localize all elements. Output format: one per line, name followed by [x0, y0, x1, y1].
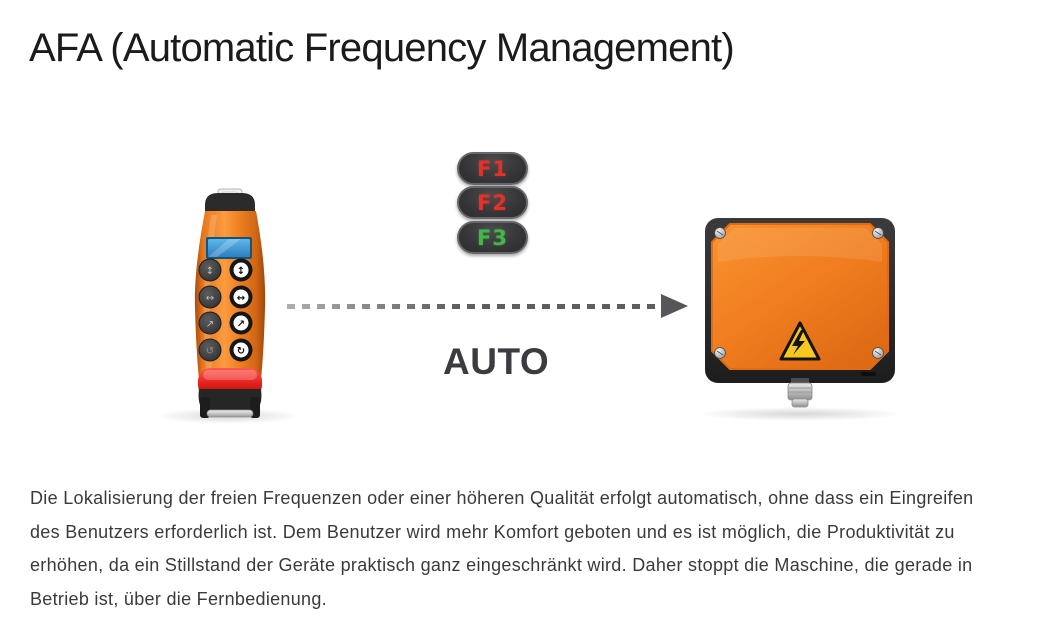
svg-text:↺: ↺ [206, 346, 214, 357]
button-rotate-left: ↺ [198, 338, 222, 362]
description-paragraph: Die Lokalisierung der freien Frequenzen … [30, 482, 973, 616]
frequency-indicator-f2: F2 [457, 186, 528, 219]
paragraph-line: Betrieb ist, über die Fernbedienung. [30, 588, 327, 609]
cable-gland [787, 378, 813, 408]
corner-screws [714, 227, 884, 359]
svg-text:↕: ↕ [206, 266, 214, 277]
receiver-shadow [697, 407, 903, 421]
frequency-indicator-f3: F3 [457, 221, 528, 254]
paragraph-line: des Benutzers erforderlich ist. Dem Benu… [30, 521, 955, 542]
paragraph-line: Die Lokalisierung der freien Frequenzen … [30, 488, 974, 508]
f1-label: F1 [477, 156, 508, 181]
button-updown-right: ↕ [229, 258, 253, 282]
receiver-lid-highlight [718, 228, 882, 262]
svg-text:↗: ↗ [206, 319, 214, 330]
button-leftright-right: ↔ [229, 285, 253, 309]
f2-label: F2 [477, 190, 508, 215]
warning-triangle-icon [779, 321, 821, 361]
frequency-indicator-f1: F1 [457, 152, 528, 185]
paragraph-line: erhöhen, da ein Stillstand der Geräte pr… [30, 555, 973, 575]
base-bar [206, 409, 254, 418]
svg-text:↔: ↔ [206, 293, 214, 304]
svg-text:↔: ↔ [237, 293, 245, 304]
dashed-arrow-line [287, 304, 665, 309]
dashed-arrow-head-icon [661, 294, 688, 318]
receiver-slot [861, 372, 876, 376]
page-title: AFA (Automatic Frequency Management) [29, 26, 735, 70]
button-updown-left: ↕ [198, 258, 222, 282]
afa-diagram: ↕ ↕ ↔ ↔ [156, 152, 903, 424]
svg-text:↕: ↕ [237, 266, 245, 277]
f3-label: F3 [477, 225, 508, 250]
button-diagonal-left: ↗ [198, 311, 222, 335]
button-rotate-right: ↻ [229, 338, 253, 362]
button-diagonal-right: ↗ [229, 311, 253, 335]
svg-text:↗: ↗ [237, 319, 245, 330]
receiver-box-icon [697, 218, 903, 421]
remote-transmitter-icon: ↕ ↕ ↔ ↔ [156, 188, 300, 424]
svg-text:↻: ↻ [237, 346, 245, 357]
lcd-screen [206, 237, 252, 259]
remote-base [198, 389, 262, 418]
remote-buttons: ↕ ↕ ↔ ↔ [198, 258, 253, 362]
auto-mode-label: AUTO [443, 341, 550, 382]
button-leftright-left: ↔ [198, 285, 222, 309]
